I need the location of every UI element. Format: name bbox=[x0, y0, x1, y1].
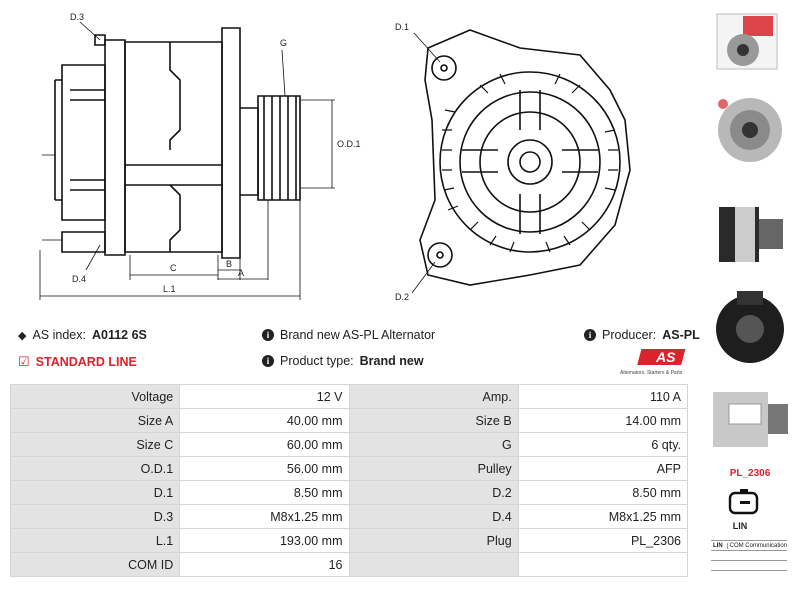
spec-key: Size B bbox=[348, 408, 519, 433]
spec-value: 8.50 mm bbox=[517, 480, 689, 505]
label-c: C bbox=[170, 263, 177, 273]
spec-value: 12 V bbox=[179, 384, 350, 409]
spec-value: 193.00 mm bbox=[179, 528, 350, 553]
standard-line-label: STANDARD LINE bbox=[35, 355, 137, 369]
brand-row: i Brand new AS-PL Alternator bbox=[262, 328, 435, 342]
spec-value: PL_2306 bbox=[517, 528, 689, 553]
label-od1: O.D.1 bbox=[337, 139, 361, 149]
label-d2: D.2 bbox=[395, 292, 409, 302]
as-index-value: A0112 6S bbox=[91, 328, 147, 342]
spec-key: Size C bbox=[9, 432, 181, 457]
spec-key bbox=[348, 552, 519, 577]
thumbnail-box[interactable] bbox=[705, 2, 795, 82]
label-d4: D.4 bbox=[72, 274, 86, 284]
pin-legend: LIN COM Communication bbox=[711, 540, 787, 571]
spec-key: Size A bbox=[9, 408, 181, 433]
legend-row bbox=[711, 561, 787, 571]
spec-key: G bbox=[348, 432, 519, 457]
spec-value bbox=[517, 552, 689, 577]
thumbnail-front[interactable] bbox=[705, 90, 795, 170]
producer-value: AS-PL bbox=[662, 328, 700, 342]
info-icon: i bbox=[262, 355, 274, 367]
spec-key: Pulley bbox=[348, 456, 519, 481]
info-icon: i bbox=[584, 329, 596, 341]
plug-connector-icon bbox=[728, 489, 759, 515]
thumbnail-side[interactable] bbox=[705, 195, 795, 275]
thumbnail-rear[interactable] bbox=[705, 285, 795, 365]
tag-icon: ◆ bbox=[18, 329, 27, 342]
spec-value: 16 bbox=[179, 552, 350, 577]
producer-row: i Producer: AS-PL bbox=[584, 328, 700, 342]
spec-key: Amp. bbox=[348, 384, 519, 409]
label-d1: D.1 bbox=[395, 22, 409, 32]
plug-code: PL_2306 bbox=[729, 468, 771, 479]
label-g: G bbox=[280, 38, 287, 48]
spec-key: O.D.1 bbox=[9, 456, 181, 481]
spec-value: M8x1.25 mm bbox=[517, 504, 689, 529]
product-type-row: i Product type: Brand new bbox=[262, 354, 424, 368]
brand-label: Brand new AS-PL Alternator bbox=[280, 328, 436, 342]
producer-label: Producer: bbox=[602, 328, 657, 342]
product-type-label: Product type: bbox=[280, 354, 354, 368]
spec-key: Voltage bbox=[9, 384, 181, 409]
product-type-value: Brand new bbox=[359, 354, 424, 368]
spec-value: 56.00 mm bbox=[179, 456, 350, 481]
label-b: B bbox=[226, 259, 232, 269]
spec-key: L.1 bbox=[9, 528, 181, 553]
svg-text:AS: AS bbox=[655, 349, 676, 365]
spec-value: M8x1.25 mm bbox=[179, 504, 350, 529]
svg-text:Alternators, Starters & Parts: Alternators, Starters & Parts bbox=[620, 370, 683, 376]
as-index-label: AS index: bbox=[32, 328, 86, 342]
as-pl-logo: AS Alternators, Starters & Parts bbox=[620, 349, 686, 376]
spec-key: D.1 bbox=[9, 480, 181, 505]
label-a: A bbox=[238, 268, 244, 278]
spec-key: D.4 bbox=[348, 504, 519, 529]
technical-drawing: D.3 D.4 G O.D.1 C B A L.1 D.1 D.2 bbox=[39, 12, 631, 302]
spec-value: 60.00 mm bbox=[179, 432, 350, 457]
thumbnail-angle[interactable] bbox=[705, 378, 795, 458]
spec-value: AFP bbox=[517, 456, 689, 481]
checkbox-icon: ☑ bbox=[18, 354, 30, 369]
spec-key: D.3 bbox=[9, 504, 181, 529]
spec-value: 8.50 mm bbox=[179, 480, 350, 505]
spec-value: 40.00 mm bbox=[179, 408, 350, 433]
as-index-row: ◆ AS index: A0112 6S bbox=[18, 328, 147, 342]
info-icon: i bbox=[262, 329, 274, 341]
spec-value: 14.00 mm bbox=[517, 408, 689, 433]
spec-key: Plug bbox=[348, 528, 519, 553]
legend-row bbox=[711, 551, 787, 561]
lin-label: LIN bbox=[732, 521, 748, 531]
standard-line-row: ☑ STANDARD LINE bbox=[18, 354, 137, 370]
spec-value: 6 qty. bbox=[517, 432, 689, 457]
legend-row: LIN COM Communication bbox=[711, 541, 787, 551]
label-l1: L.1 bbox=[163, 284, 176, 294]
spec-key: D.2 bbox=[348, 480, 519, 505]
spec-value: 110 A bbox=[517, 384, 689, 409]
thumbnail-strip bbox=[700, 0, 800, 589]
label-d3: D.3 bbox=[70, 12, 84, 22]
spec-key: COM ID bbox=[9, 552, 181, 577]
